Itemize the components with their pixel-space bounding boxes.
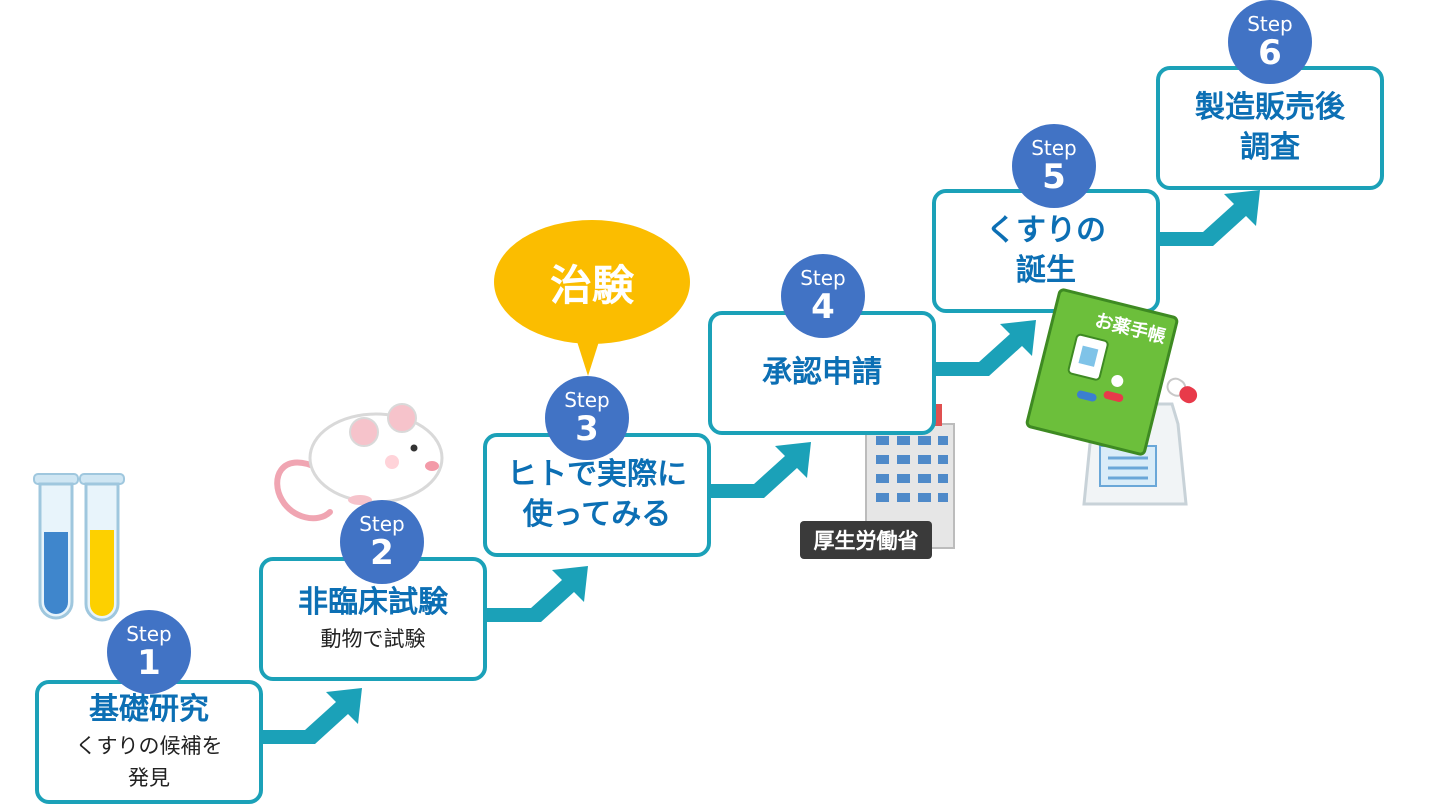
step-6-box: 製造販売後 調査 bbox=[1156, 66, 1384, 190]
step-6-label: Step bbox=[1247, 12, 1293, 36]
medicine-notebook-icon: お薬手帳 bbox=[1024, 287, 1180, 457]
step-1-box: 基礎研究 くすりの候補を 発見 bbox=[35, 680, 263, 804]
step-4-number: 4 bbox=[811, 287, 835, 327]
arrow-step4-to-step5 bbox=[934, 320, 1036, 376]
test-tubes-icon bbox=[33, 473, 125, 622]
step-1-badge: Step 1 bbox=[107, 610, 191, 694]
callout-tail bbox=[574, 332, 602, 376]
step-3-title: ヒトで実際に 使ってみる bbox=[507, 457, 687, 532]
ministry-sign: 厚生労働省 bbox=[800, 521, 932, 559]
arrow-step3-to-step4 bbox=[709, 442, 811, 498]
step-5-badge: Step 5 bbox=[1012, 124, 1096, 208]
step-6-badge: Step 6 bbox=[1228, 0, 1312, 84]
step-3-badge: Step 3 bbox=[545, 376, 629, 460]
arrow-step2-to-step3 bbox=[486, 566, 588, 622]
step-3-number: 3 bbox=[575, 409, 599, 449]
mouse-icon bbox=[274, 403, 444, 522]
step-6-number: 6 bbox=[1258, 33, 1282, 73]
step-1-title: 基礎研究 bbox=[89, 692, 209, 727]
step-5-title: くすりの 誕生 bbox=[986, 213, 1106, 288]
step-4-badge: Step 4 bbox=[781, 254, 865, 338]
callout-text: 治験 bbox=[549, 260, 634, 310]
step-1-subtitle: くすりの候補を 発見 bbox=[75, 734, 223, 790]
step-3-label: Step bbox=[564, 388, 610, 412]
step-2-label: Step bbox=[359, 512, 405, 536]
step-5-box: くすりの 誕生 bbox=[932, 189, 1160, 313]
step-1-label: Step bbox=[126, 622, 172, 646]
step-4-label: Step bbox=[800, 266, 846, 290]
step-2-title: 非臨床試験 bbox=[298, 585, 448, 620]
arrow-step1-to-step2 bbox=[260, 688, 362, 744]
step-2-subtitle: 動物で試験 bbox=[320, 627, 426, 651]
clinical-trial-callout: 治験 bbox=[494, 220, 690, 344]
step-5-number: 5 bbox=[1042, 157, 1066, 197]
step-5-label: Step bbox=[1031, 136, 1077, 160]
step-2-badge: Step 2 bbox=[340, 500, 424, 584]
step-4-title: 承認申請 bbox=[762, 355, 882, 390]
arrow-step5-to-step6 bbox=[1158, 190, 1260, 246]
ministry-sign-text: 厚生労働省 bbox=[813, 529, 919, 553]
notebook-art bbox=[1067, 333, 1124, 402]
flow-arrows bbox=[260, 190, 1260, 744]
step-6-title: 製造販売後 調査 bbox=[1195, 90, 1345, 165]
step-1-number: 1 bbox=[137, 643, 161, 683]
step-2-number: 2 bbox=[370, 533, 394, 573]
